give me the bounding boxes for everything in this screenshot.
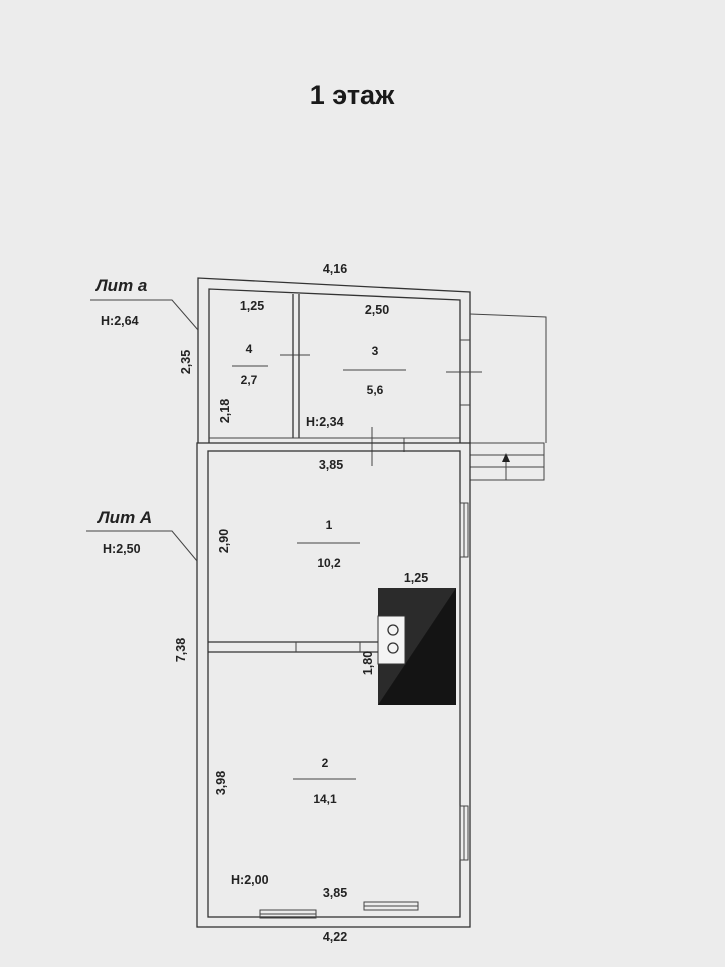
room-number: 1 <box>326 518 333 532</box>
dim-lit-a-height: 2,35 <box>179 350 193 374</box>
burner-icon <box>387 624 399 636</box>
room-area: 14,1 <box>313 792 337 806</box>
dim-room2-width: 3,85 <box>323 886 347 900</box>
dim-room1-width: 3,85 <box>319 458 343 472</box>
dim-room1-height: 2,90 <box>217 529 231 553</box>
room2-height: H:2,00 <box>231 873 269 887</box>
room-area: 2,7 <box>241 373 258 387</box>
dim-room3-width: 2,50 <box>365 303 389 317</box>
room-1-label: 1 10,2 <box>297 518 360 570</box>
lit-a-label: Лит а <box>94 276 147 295</box>
lit-a-block <box>197 277 482 466</box>
room-number: 2 <box>322 756 329 770</box>
stove <box>377 588 456 705</box>
dim-top-width: 4,16 <box>323 262 347 276</box>
lit-A-height: H:2,50 <box>103 542 141 556</box>
burner-icon <box>387 642 399 654</box>
entrance-arrow-icon <box>502 453 510 462</box>
room-area: 10,2 <box>317 556 341 570</box>
lit-A-block <box>196 442 471 928</box>
dim-room4-height: 2,18 <box>218 399 232 423</box>
dim-room4-width: 1,25 <box>240 299 264 313</box>
room-2-label: 2 14,1 <box>293 756 356 806</box>
dim-stove-height: 1,80 <box>361 651 375 675</box>
lit-A-label: Лит А <box>96 508 152 527</box>
dim-bottom-width: 4,22 <box>323 930 347 944</box>
dim-stove-width: 1,25 <box>404 571 428 585</box>
room-3-label: 3 5,6 <box>343 344 406 397</box>
dim-total-height: 7,38 <box>174 638 188 662</box>
room-area: 5,6 <box>367 383 384 397</box>
dim-room2-height: 3,98 <box>214 771 228 795</box>
floor-title: 1 этаж <box>310 80 395 110</box>
porch <box>469 313 547 481</box>
lit-a-height: H:2,64 <box>101 314 139 328</box>
room-number: 3 <box>372 344 379 358</box>
room-4-label: 4 2,7 <box>232 342 268 387</box>
room3-height: H:2,34 <box>306 415 344 429</box>
room-number: 4 <box>246 342 253 356</box>
